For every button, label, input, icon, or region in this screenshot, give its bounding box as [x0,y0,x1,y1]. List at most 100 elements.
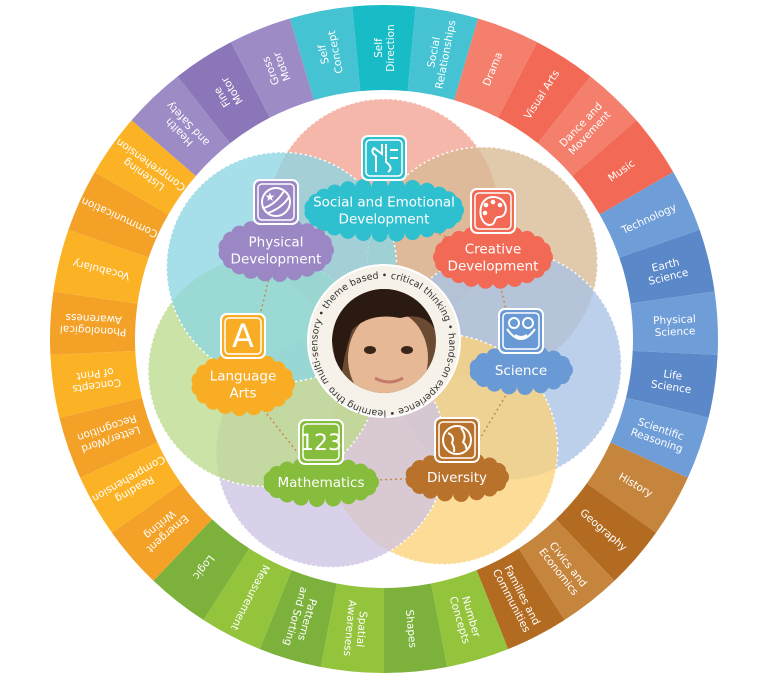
cloud-shape [304,178,464,242]
ring-segment-language: ReadingComprehension [80,442,182,533]
category-diversity: Diversity [405,417,509,502]
ring-segment-science: ScientificReasoning [610,397,709,478]
category-label-line: Mathematics [278,475,365,491]
ring-segment-creative: Visual Arts [498,42,591,144]
segment-label-line: Physical [653,313,696,327]
icon-text: 123 [300,431,342,456]
ring-segment-language: ListeningComprehension [94,120,196,215]
ring-segment-physical: GrossMotor [230,18,314,118]
segment-label-line: Phonological [60,323,127,338]
segment-shape [407,6,479,101]
segment-shape [259,570,337,667]
child-face-photo [332,289,436,393]
segment-shape [352,5,416,92]
segment-shape [203,548,292,650]
segment-label-line: of Print [75,365,114,382]
segment-label: SpatialAwareness [341,599,370,657]
category-label-line: Development [448,259,539,275]
ring-segment-language: Conceptsof Print [50,350,143,418]
segment-label-line: Self [316,43,332,65]
segment-shape [289,6,361,101]
category-label-line: Science [495,363,547,379]
cloud-shape [263,457,379,507]
segment-shape [498,42,591,144]
ring-segment-science: PhysicalScience [630,291,719,355]
segment-shape [94,120,196,215]
ring-segment-language: EmergentWriting [111,483,213,581]
segment-label-line: Spatial [354,611,369,648]
segment-shape [572,120,674,215]
category-label-line: Creative [465,242,522,258]
ring-segment-language: Communication [68,172,169,258]
segment-shape [384,583,448,673]
segment-label: PhonologicalAwareness [60,311,128,338]
ring-segment-language: PhonologicalAwareness [49,291,138,355]
segment-shape [586,442,688,533]
ring-segment-diversity: Families andCommunities [476,548,565,650]
segment-shape [431,570,509,667]
segment-shape [177,42,270,144]
category-label-line: Language [210,369,277,385]
category-label-line: Development [231,252,322,268]
ring-segment-social: SelfConcept [289,6,361,101]
segment-shape [599,172,700,258]
segment-shape [153,519,250,620]
ring-segment-creative: Drama [454,18,538,118]
star-glyph: ★ [265,190,276,204]
segment-shape [131,76,231,176]
ring-segment-physical: Healthand Safety [131,76,231,176]
segment-label-line: Direction [385,24,397,71]
segment-shape [625,350,718,418]
ring-segment-math: Patternsand Sorting [259,570,337,667]
segment-shape [111,483,213,581]
ring-segment-diversity: Geography [555,483,657,581]
segment-shape [80,442,182,533]
ring-segment-science: Technology [599,172,700,258]
category-label: Mathematics [278,475,365,491]
segment-label: LifeScience [650,367,694,397]
segment-label-line: Social [425,36,443,69]
letter-a-icon: A [220,313,266,359]
numbers-icon: 123 [298,419,344,465]
segment-shape [610,397,709,478]
ring-segment-creative: Dance andMovement [537,76,637,176]
segment-shape [320,583,384,673]
segment-shape [49,291,138,355]
segment-label: SelfDirection [373,24,397,71]
segment-label-line: Self [373,38,385,58]
segment-label: Shapes [403,609,419,648]
ring-segment-language: Vocabulary [53,229,149,304]
category-science: Science [469,308,573,395]
frog-icon [498,308,544,354]
hand-paint-icon [361,135,407,181]
category-label: Science [495,363,547,379]
segment-label-line: Shapes [403,609,419,648]
segment-shape [50,350,143,418]
ring-segment-math: Logic [153,519,250,620]
segment-shape [555,483,657,581]
cloud-shape [191,352,295,416]
segment-shape [53,229,149,304]
palette-icon [470,188,516,234]
category-label: Diversity [427,470,487,486]
category-label-line: Arts [229,386,256,402]
ring-segment-diversity: History [586,442,688,533]
ring-segment-science: EarthScience [619,229,715,304]
segment-shape [68,172,169,258]
ring-segment-physical: FineMotor [177,42,270,144]
segment-shape [630,291,719,355]
segment-label: PhysicalScience [653,313,697,339]
ring-segment-math: Measurement [203,548,292,650]
ring-segment-creative: Music [572,120,674,215]
